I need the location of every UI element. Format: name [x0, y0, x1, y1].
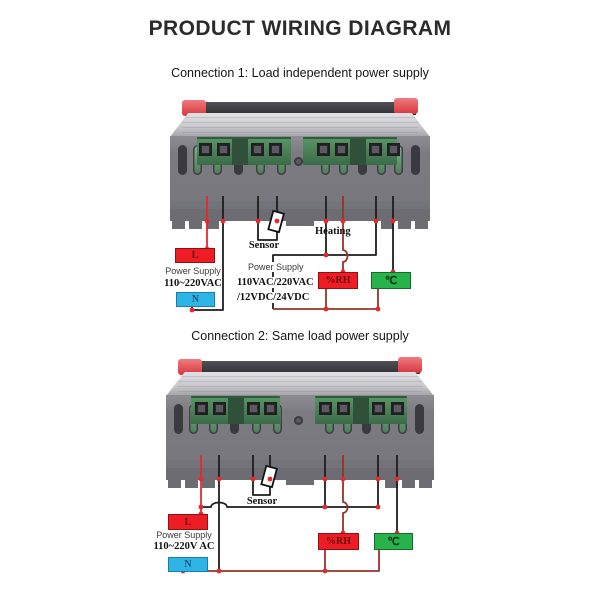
terminal-block-gap	[232, 139, 248, 165]
case-bottom-edge	[166, 468, 434, 480]
c2-shared-supply-line	[201, 501, 378, 508]
c1-neutral-terminal-box: N	[176, 292, 215, 307]
terminal-screw	[317, 143, 330, 156]
vent-slot	[394, 145, 403, 175]
c1-power-supply-caption: Power Supply	[165, 266, 221, 276]
c2-junction-dots	[180, 476, 400, 574]
terminal-screw	[337, 402, 350, 415]
c1-temperature-load-box: ℃	[371, 272, 411, 289]
mounting-tooth	[415, 221, 428, 229]
wire-junction-dot	[322, 504, 328, 510]
mounting-tooth	[172, 221, 185, 229]
front-bezel-edge	[180, 361, 420, 374]
terminal-screw	[335, 143, 348, 156]
wire-junction-dot	[216, 568, 222, 574]
c1-heating-label: Heating	[315, 226, 351, 237]
mounting-tooth	[202, 480, 215, 488]
mounting-tooth	[189, 221, 202, 229]
terminal-screw	[195, 402, 208, 415]
vent-slot	[174, 404, 183, 434]
connection1-label: Connection 1: Load independent power sup…	[171, 66, 429, 80]
red-corner-cap-right	[394, 98, 418, 114]
terminal-screw	[251, 143, 264, 156]
wire-junction-dot	[322, 568, 328, 574]
mounting-tab	[286, 221, 314, 226]
red-corner-cap-left	[178, 359, 202, 375]
c2-neutral-terminal-box: N	[168, 557, 208, 572]
terminal-screw	[369, 143, 382, 156]
terminal-block	[303, 137, 400, 165]
terminal-screw	[391, 402, 404, 415]
case-top-edge	[166, 395, 434, 399]
terminal-screw	[247, 402, 260, 415]
wire-junction-dot	[198, 504, 204, 510]
terminal-block-gap	[350, 139, 366, 165]
vent-slot	[178, 145, 187, 175]
mounting-tooth	[185, 480, 198, 488]
front-bezel-edge	[184, 102, 416, 115]
c1-load-supply-voltage1: 110VAC/220VAC	[236, 277, 315, 288]
mounting-tab	[286, 480, 314, 485]
c1-sensor-label: Sensor	[248, 240, 280, 251]
c2-temperature-load-box: ℃	[374, 533, 413, 550]
case-screw	[294, 157, 303, 166]
c2-live-terminal-box: L	[168, 514, 208, 530]
terminal-block-gap	[228, 398, 244, 424]
red-corner-cap-right	[398, 357, 422, 373]
mounting-tooth	[168, 480, 181, 488]
terminal-screw	[199, 143, 212, 156]
terminal-screw	[319, 402, 332, 415]
case-top-surface	[170, 113, 430, 137]
terminal-block-gap	[352, 398, 369, 424]
case-screw	[294, 416, 303, 425]
terminal-screw	[372, 402, 385, 415]
c1-load-supply-voltage2: /12VDC/24VDC	[236, 292, 311, 303]
terminal-block	[191, 396, 280, 424]
wire-junction-dot	[323, 252, 329, 258]
controller-back-view-2	[166, 356, 434, 490]
terminal-block	[315, 396, 407, 424]
mounting-tooth	[402, 480, 415, 488]
wire-junction-dot	[323, 306, 329, 312]
c1-power-supply-voltage: 110~220VAC	[164, 278, 222, 289]
case-bottom-edge	[170, 209, 430, 221]
c2-power-supply-voltage: 110~220V AC	[153, 541, 215, 552]
terminal-screw	[217, 143, 230, 156]
controller-back-view-1	[170, 97, 430, 231]
terminal-block	[197, 137, 291, 165]
connection2-label: Connection 2: Same load power supply	[191, 329, 409, 343]
c2-sensor-label: Sensor	[246, 496, 278, 507]
c1-load-supply-caption: Power Supply	[247, 262, 305, 272]
red-corner-cap-left	[182, 100, 206, 116]
case-lower-strip	[166, 460, 434, 470]
c1-live-terminal-box: L	[175, 248, 215, 263]
case-top-edge	[170, 136, 430, 140]
mounting-tooth	[419, 480, 432, 488]
wire-junction-dot	[375, 504, 381, 510]
c2-power-supply-caption: Power Supply	[156, 530, 212, 540]
wire-junction-dot	[375, 306, 381, 312]
vent-slot	[411, 145, 420, 175]
terminal-screw	[264, 402, 277, 415]
wire-junction-dot	[189, 307, 195, 313]
c2-humidity-load-box: %RH	[318, 533, 359, 550]
mounting-tooth	[381, 221, 394, 229]
case-top-surface	[166, 372, 434, 396]
terminal-screw	[387, 143, 400, 156]
terminal-screw	[269, 143, 282, 156]
mounting-tooth	[398, 221, 411, 229]
vent-slot	[415, 404, 424, 434]
mounting-tooth	[385, 480, 398, 488]
terminal-screw	[213, 402, 226, 415]
c1-humidity-load-box: %RH	[318, 272, 358, 289]
mounting-tooth	[206, 221, 219, 229]
page-title: PRODUCT WIRING DIAGRAM	[148, 17, 452, 40]
